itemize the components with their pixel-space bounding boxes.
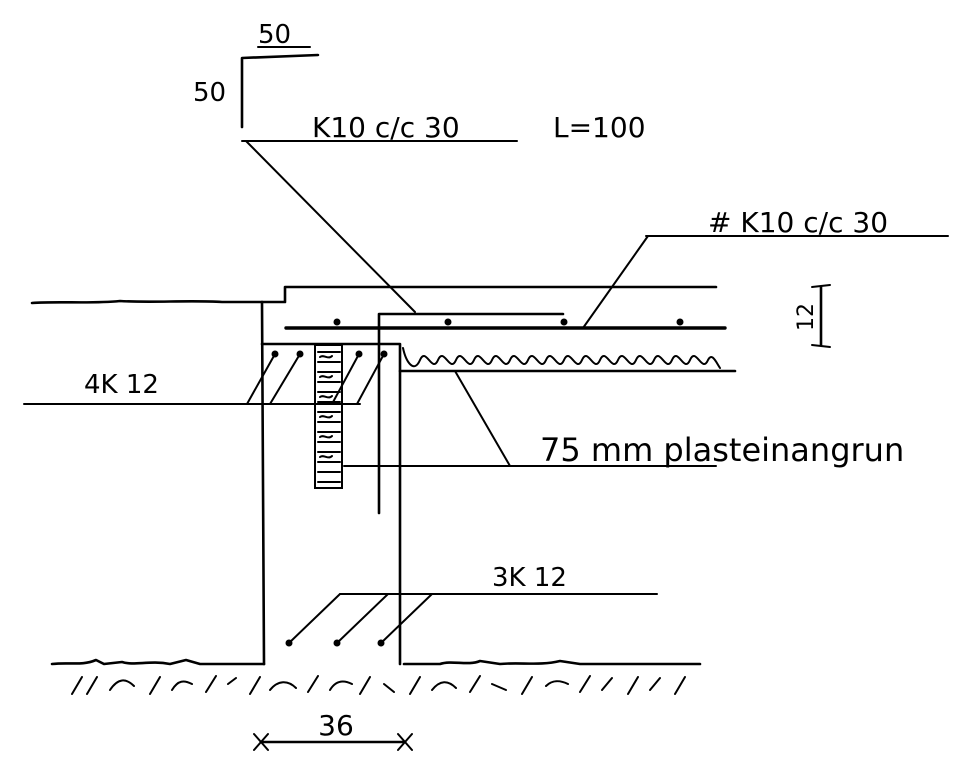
- slab-thickness-dimension: [811, 284, 831, 348]
- mesh-spec-label: # K10 c/c 30: [708, 206, 888, 239]
- top-bars-4k12: [246, 350, 388, 405]
- mesh-bar-dots: [333, 318, 684, 326]
- hook-horizontal-label: 50: [258, 20, 291, 50]
- bent-bar-length-label: L=100: [553, 111, 646, 144]
- insulation-label: 75 mm plasteinangrun: [540, 431, 904, 469]
- hook-vertical-label: 50: [193, 78, 226, 108]
- bottom-bars-3k12: [285, 593, 433, 647]
- top-bars-label: 4K 12: [84, 370, 159, 400]
- ground-line: [50, 658, 702, 666]
- slab-outline: [260, 285, 737, 666]
- insulation-leader: [454, 370, 511, 467]
- wall-width-label: 36: [318, 709, 354, 742]
- bent-bar: [377, 312, 565, 515]
- ground-hatching: [71, 675, 686, 695]
- mesh-leader: [582, 235, 649, 329]
- bottom-bars-label: 3K 12: [492, 563, 567, 593]
- wall-insulation: [314, 344, 343, 489]
- slab-thickness-label: 12: [794, 303, 819, 331]
- bent-bar-spec-label: K10 c/c 30: [312, 111, 460, 144]
- hook-sketch: [240, 46, 320, 129]
- slab-insulation: [402, 347, 721, 369]
- wall-width-dimension: [253, 733, 413, 751]
- bent-bar-leader: [245, 140, 416, 313]
- left-surface-line: [30, 299, 264, 305]
